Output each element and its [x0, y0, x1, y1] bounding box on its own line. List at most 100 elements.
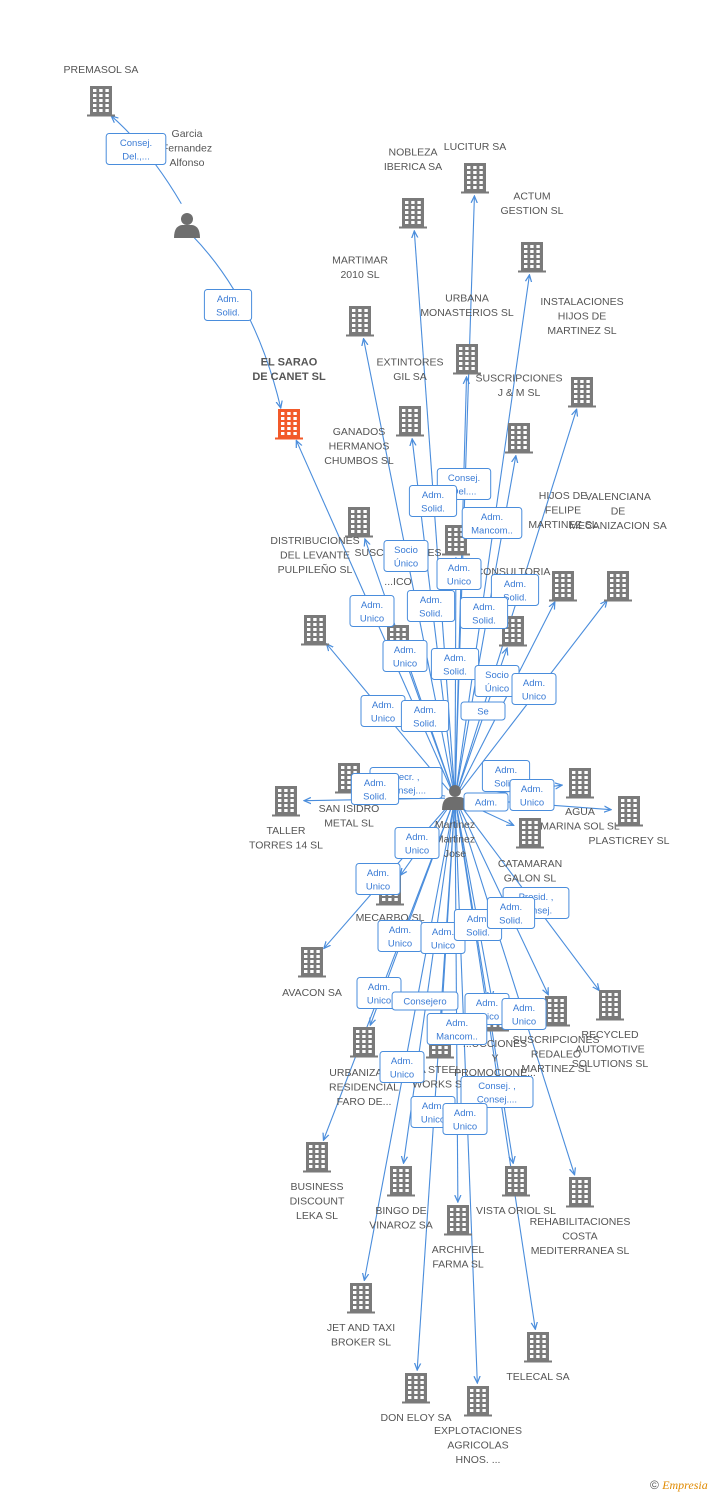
building-icon[interactable]	[347, 1283, 375, 1314]
building-icon[interactable]	[396, 406, 424, 437]
role-label[interactable]: Adm.Solid.	[400, 700, 450, 732]
node-premasol[interactable]: PREMASOL SA	[64, 64, 139, 117]
role-label[interactable]: Adm.Unico	[394, 827, 440, 859]
node-plasticrey[interactable]: PLASTICREY SL	[589, 796, 670, 847]
node-label: TELECAL SA	[506, 1371, 569, 1383]
role-label[interactable]: Adm.Solid.	[430, 648, 480, 680]
building-icon[interactable]	[549, 571, 577, 602]
role-label[interactable]: Adm.Solid.	[350, 773, 400, 805]
building-icon[interactable]	[303, 1142, 331, 1173]
role-label[interactable]: Adm.Solid.	[486, 897, 536, 929]
building-icon[interactable]	[87, 86, 115, 117]
building-icon[interactable]	[387, 1166, 415, 1197]
building-icon[interactable]	[461, 163, 489, 194]
role-label[interactable]: Consej.Del.,...	[105, 133, 167, 165]
building-icon[interactable]	[399, 198, 427, 229]
node-avacon[interactable]: AVACON SA	[282, 947, 342, 999]
node-explot[interactable]: EXPLOTACIONESAGRICOLASHNOS. ...	[434, 1386, 522, 1466]
role-label[interactable]: Consej. ,Consej....	[460, 1076, 534, 1108]
building-icon[interactable]	[516, 818, 544, 849]
node-lucitur[interactable]: LUCITUR SA	[444, 141, 506, 194]
building-icon[interactable]	[346, 306, 374, 337]
person-icon[interactable]	[174, 213, 200, 238]
building-icon[interactable]	[566, 768, 594, 799]
building-icon[interactable]	[566, 1177, 594, 1208]
building-icon[interactable]	[464, 1386, 492, 1417]
role-label[interactable]: Adm.Unico	[509, 779, 555, 811]
building-icon[interactable]	[442, 525, 470, 556]
role-label[interactable]: Adm.Solid.	[203, 289, 253, 321]
person-icon[interactable]	[442, 785, 468, 810]
role-label[interactable]: Adm.Solid.	[459, 597, 509, 629]
role-label[interactable]: Adm.Unico	[355, 863, 401, 895]
building-icon[interactable]	[615, 796, 643, 827]
role-label[interactable]: Adm.Unico	[349, 595, 395, 627]
building-icon[interactable]	[402, 1373, 430, 1404]
building-icon[interactable]	[604, 571, 632, 602]
role-label[interactable]: Se	[460, 701, 506, 721]
building-icon[interactable]	[518, 242, 546, 273]
role-label[interactable]: Consejero	[391, 991, 459, 1011]
role-label[interactable]: Adm.Mancom..	[461, 507, 523, 539]
role-label[interactable]: Adm.Unico	[501, 998, 547, 1030]
node-doneloy[interactable]: DON ELOY SA	[381, 1373, 452, 1424]
building-icon[interactable]	[505, 423, 533, 454]
role-label[interactable]: Adm.Unico	[377, 920, 423, 952]
building-icon[interactable]	[502, 1166, 530, 1197]
brand-logo-text[interactable]: Empresia	[662, 1478, 708, 1492]
node-telecal[interactable]: TELECAL SA	[506, 1332, 570, 1383]
role-label[interactable]: Adm.Solid.	[408, 485, 458, 517]
building-icon[interactable]	[444, 1205, 472, 1236]
role-label[interactable]: Adm.Unico	[442, 1103, 488, 1135]
building-icon[interactable]	[298, 947, 326, 978]
building-icon[interactable]	[596, 990, 624, 1021]
role-label[interactable]: Adm.Unico	[379, 1051, 425, 1083]
building-icon[interactable]	[275, 409, 303, 440]
role-label[interactable]: Adm.	[463, 792, 509, 812]
role-label[interactable]: Adm.Unico	[436, 558, 482, 590]
role-label[interactable]: Adm.Unico	[360, 695, 406, 727]
role-label[interactable]: Adm.Solid.	[406, 590, 456, 622]
role-label-text: Adm.	[467, 914, 489, 925]
building-icon[interactable]	[568, 377, 596, 408]
building-icon[interactable]	[272, 786, 300, 817]
building-icon[interactable]	[350, 1027, 378, 1058]
building-icon[interactable]	[542, 996, 570, 1027]
building-icon[interactable]	[345, 507, 373, 538]
building-icon[interactable]	[301, 615, 329, 646]
building-icon[interactable]	[453, 344, 481, 375]
role-label[interactable]: Adm.Unico	[511, 673, 557, 705]
building-icon[interactable]	[524, 1332, 552, 1363]
node-vistaoriol[interactable]: VISTA ORIOL SL	[476, 1166, 556, 1217]
role-label[interactable]: Adm.Mancom..	[426, 1013, 488, 1045]
role-label[interactable]: Adm.Unico	[382, 640, 428, 672]
